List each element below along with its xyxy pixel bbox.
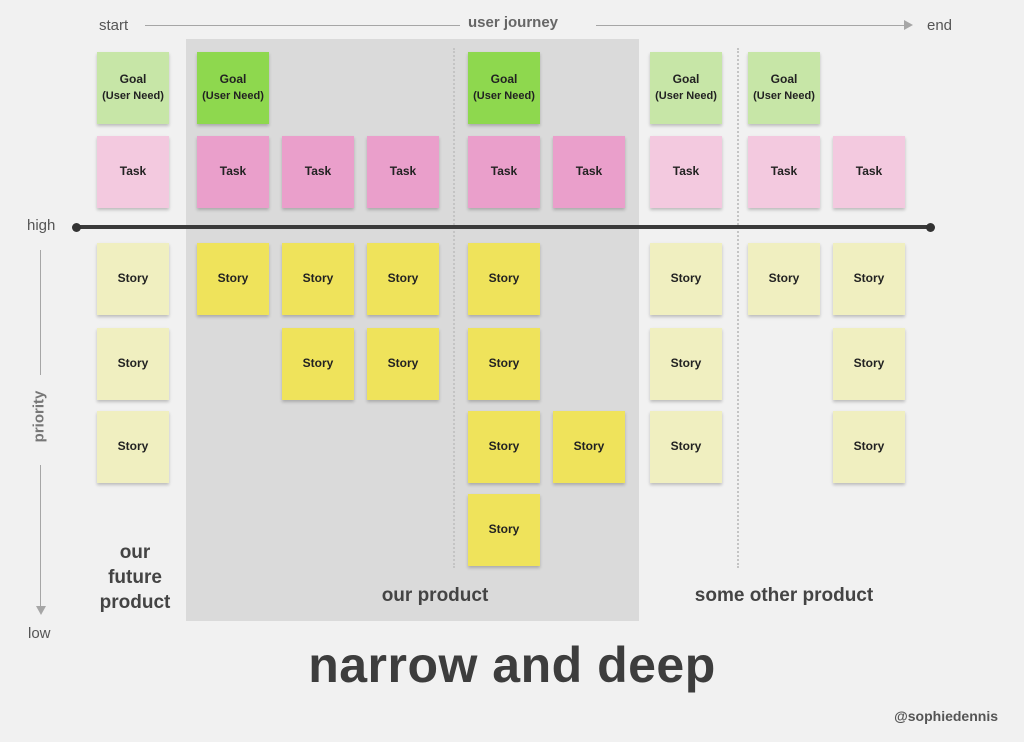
task-card: Task (650, 136, 722, 208)
story-card: Story (650, 411, 722, 483)
release-line-end (926, 223, 935, 232)
goal-card: Goal(User Need) (748, 52, 820, 124)
task-card: Task (197, 136, 269, 208)
goal-card: Goal(User Need) (650, 52, 722, 124)
priority-low-label: low (28, 625, 51, 642)
story-card: Story (833, 243, 905, 315)
author-credit: @sophiedennis (894, 708, 998, 724)
future-product-label: our future product (99, 542, 171, 613)
story-card: Story (197, 243, 269, 315)
journey-end-label: end (927, 17, 953, 34)
release-line-end (72, 223, 81, 232)
story-card: Story (748, 243, 820, 315)
priority-axis-title: priority (30, 390, 48, 443)
release-line (75, 225, 933, 229)
column-divider (737, 48, 739, 568)
task-card: Task (282, 136, 354, 208)
story-card: Story (468, 243, 540, 315)
task-card: Task (468, 136, 540, 208)
story-card: Story (97, 328, 169, 400)
task-card: Task (367, 136, 439, 208)
story-card: Story (553, 411, 625, 483)
story-card: Story (367, 328, 439, 400)
story-card: Story (833, 411, 905, 483)
story-card: Story (650, 328, 722, 400)
goal-card: Goal(User Need) (468, 52, 540, 124)
priority-axis-line (40, 250, 41, 375)
task-card: Task (553, 136, 625, 208)
story-card: Story (97, 243, 169, 315)
arrow-down-icon (36, 606, 46, 615)
story-card: Story (282, 243, 354, 315)
journey-start-label: start (99, 17, 129, 34)
column-divider (453, 48, 455, 568)
task-card: Task (833, 136, 905, 208)
goal-card: Goal(User Need) (197, 52, 269, 124)
journey-axis-line (596, 25, 906, 26)
story-card: Story (650, 243, 722, 315)
task-card: Task (97, 136, 169, 208)
story-card: Story (468, 411, 540, 483)
task-card: Task (748, 136, 820, 208)
priority-axis-line (40, 465, 41, 607)
journey-axis-line (145, 25, 460, 26)
priority-high-label: high (27, 217, 56, 234)
story-card: Story (282, 328, 354, 400)
goal-card: Goal(User Need) (97, 52, 169, 124)
story-card: Story (468, 494, 540, 566)
slide-title: narrow and deep (308, 637, 716, 693)
other-product-label: some other product (694, 585, 874, 606)
story-card: Story (468, 328, 540, 400)
arrow-right-icon (904, 20, 913, 30)
story-card: Story (833, 328, 905, 400)
story-card: Story (367, 243, 439, 315)
our-product-label: our product (381, 585, 489, 606)
journey-axis-title: user journey (468, 14, 559, 31)
story-card: Story (97, 411, 169, 483)
